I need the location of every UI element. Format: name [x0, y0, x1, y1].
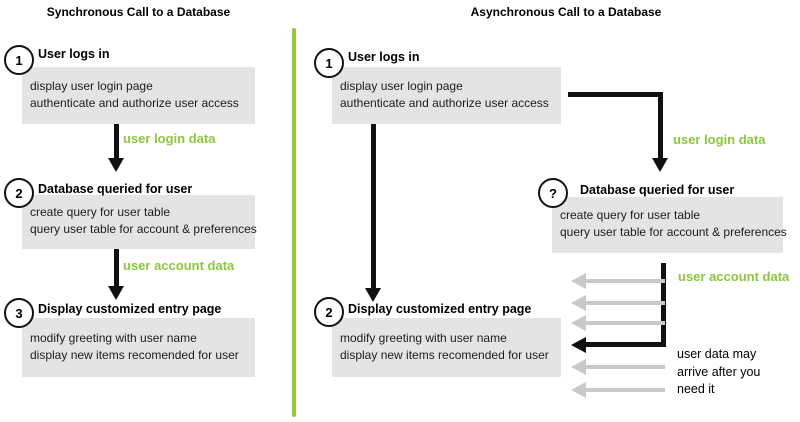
async-query-box: create query for user table query user t… — [552, 197, 787, 253]
async-return-horizontal — [586, 342, 666, 347]
sync-step3-number: 3 — [4, 298, 34, 328]
async-step2-detail: modify greeting with user name — [340, 331, 507, 345]
gray-arrow-head-icon — [571, 315, 586, 331]
async-step2-box: modify greeting with user name display n… — [332, 318, 561, 377]
async-long-arrow-shaft — [371, 124, 376, 288]
async-return-head-icon — [571, 337, 586, 353]
sync-arrow2-label: user account data — [123, 258, 235, 273]
sync-panel-title: Synchronous Call to a Database — [46, 5, 231, 19]
async-step1-detail: authenticate and authorize user access — [340, 96, 549, 110]
sync-step1-label: User logs in — [38, 47, 110, 61]
sync-step1-detail: display user login page — [30, 79, 153, 93]
async-step2-number: 2 — [314, 297, 344, 327]
async-step1-box: display user login page authenticate and… — [332, 67, 561, 124]
gray-arrow-head-icon — [571, 273, 586, 289]
async-long-arrow-head-icon — [365, 288, 381, 302]
sync-step2-detail: create query for user table — [30, 205, 171, 219]
async-query-detail: create query for user table — [560, 208, 701, 222]
sync-step1-box: display user login page authenticate and… — [22, 67, 255, 124]
sync-step3-detail: modify greeting with user name — [30, 331, 197, 345]
async-step1-label: User logs in — [348, 50, 420, 64]
sync-step3-box: modify greeting with user name display n… — [22, 318, 255, 377]
sync-step2-box: create query for user table query user t… — [22, 195, 257, 249]
async-panel-title: Asynchronous Call to a Database — [470, 5, 662, 19]
gray-arrow-head-icon — [571, 359, 586, 375]
sync-arrow1-head-icon — [108, 158, 124, 172]
gray-arrow-shaft — [584, 365, 665, 369]
sync-step2-number: 2 — [4, 178, 34, 208]
late-data-note-line: arrive after you — [677, 364, 761, 379]
async-query-number: ? — [538, 178, 568, 208]
gray-arrow-shaft — [584, 388, 665, 392]
panel-divider — [292, 28, 296, 417]
async-elbow1-head-icon — [652, 158, 668, 172]
async-step2-detail: display new items recomended for user — [340, 348, 549, 362]
async-query-label: Database queried for user — [580, 183, 735, 197]
sync-step2-label: Database queried for user — [38, 182, 193, 196]
late-data-note-line: user data may — [677, 347, 757, 361]
sync-arrow1-shaft — [114, 124, 119, 158]
gray-arrow-shaft — [584, 321, 665, 325]
gray-arrow-head-icon — [571, 382, 586, 398]
sync-arrow1-label: user login data — [123, 131, 216, 146]
sync-step2-detail: query user table for account & preferenc… — [30, 222, 257, 236]
async-elbow1-vertical — [658, 92, 663, 158]
sync-step3-detail: display new items recomended for user — [30, 348, 239, 362]
async-step1-number: 1 — [314, 48, 344, 78]
sync-step1-detail: authenticate and authorize user access — [30, 96, 239, 110]
async-step1-detail: display user login page — [340, 79, 463, 93]
sync-step3-label: Display customized entry page — [38, 302, 222, 316]
sync-arrow2-shaft — [114, 249, 119, 286]
async-elbow1-horizontal — [568, 92, 663, 97]
async-arrow1-label: user login data — [673, 132, 766, 147]
sync-arrow2-head-icon — [108, 286, 124, 300]
async-return-vertical — [661, 263, 666, 347]
late-data-note: user data may arrive after you need it — [677, 346, 760, 399]
async-step2-label: Display customized entry page — [348, 302, 532, 316]
late-data-note-line: need it — [677, 382, 715, 396]
gray-arrow-shaft — [584, 279, 665, 283]
gray-arrow-shaft — [584, 301, 665, 305]
async-query-detail: query user table for account & preferenc… — [560, 225, 787, 239]
gray-arrow-head-icon — [571, 295, 586, 311]
async-arrow2-label: user account data — [678, 269, 790, 284]
sync-step1-number: 1 — [4, 45, 34, 75]
